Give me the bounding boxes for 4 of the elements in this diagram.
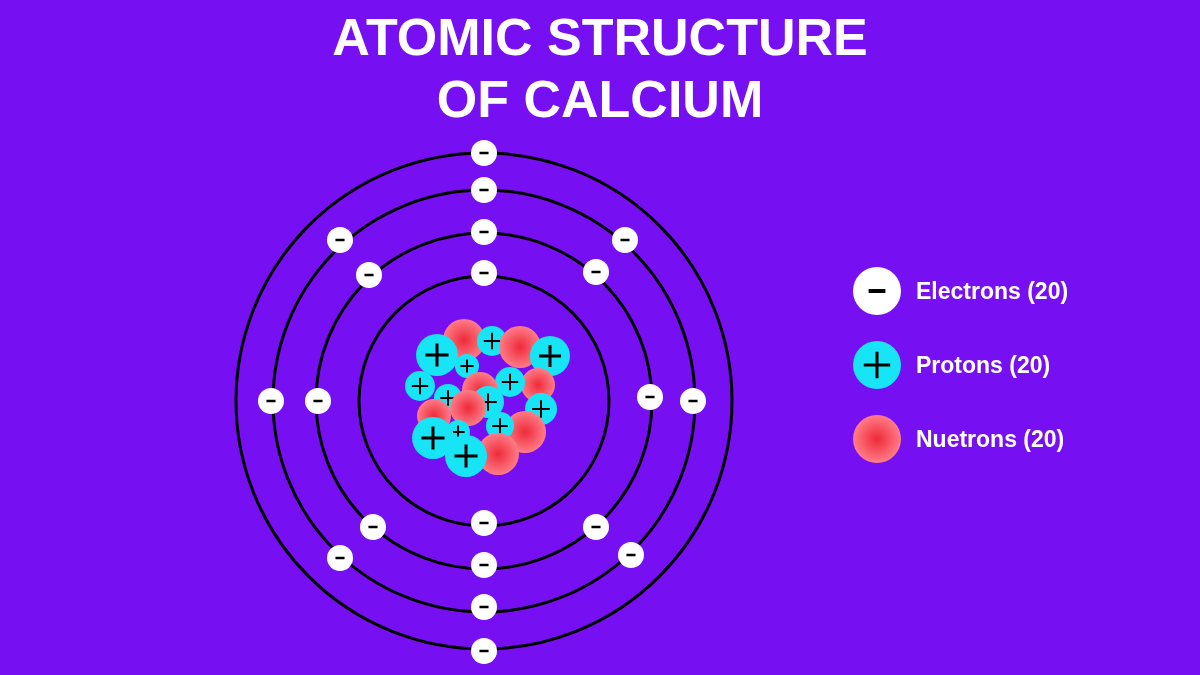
title: ATOMIC STRUCTURE OF CALCIUM <box>331 7 869 130</box>
legend-label: Electrons (20) <box>916 277 1069 305</box>
legend-label: Nuetrons (20) <box>916 425 1065 453</box>
legend-label: Protons (20) <box>916 351 1051 379</box>
